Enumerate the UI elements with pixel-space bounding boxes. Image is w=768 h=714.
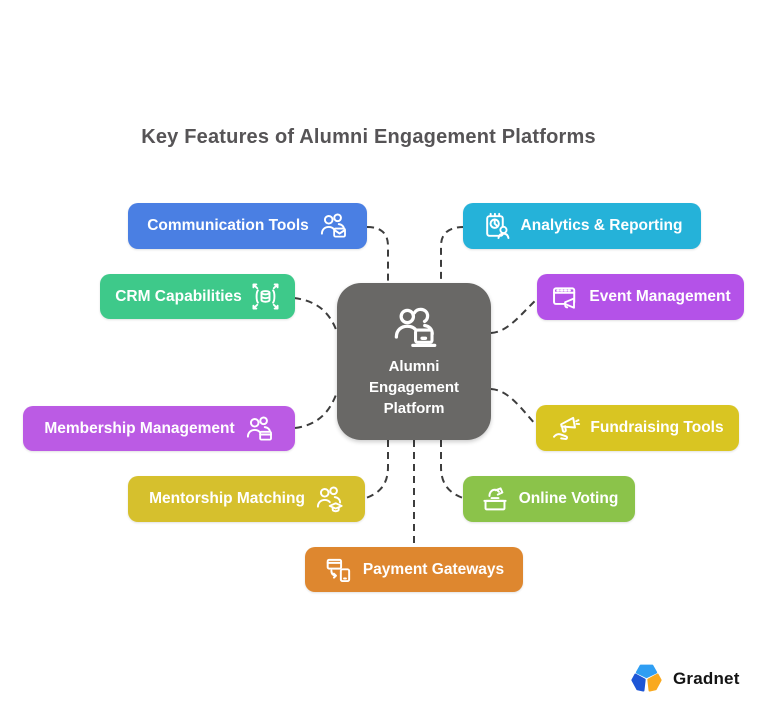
central-node-alumni-engagement-platform: Alumni Engagement Platform [337,283,491,440]
feature-label: Analytics & Reporting [520,217,683,234]
calendar-megaphone-icon [553,287,576,309]
people-envelope-icon [320,213,346,238]
feature-crm-capabilities: CRM Capabilities [100,274,295,319]
feature-label: Fundraising Tools [590,419,724,436]
feature-membership-management: Membership Management [23,406,295,451]
link-membership-management [294,391,338,429]
people-laptop-icon [394,307,437,348]
feature-label: Online Voting [518,490,619,507]
feature-label: Payment Gateways [362,560,505,578]
link-analytics-reporting [440,226,465,283]
feature-event-management: Event Management [537,274,744,320]
central-node-label: Alumni Engagement Platform [368,358,459,417]
clipboard-chart-person-icon [485,212,509,239]
hand-megaphone-icon [553,416,581,440]
feature-mentorship-matching: Mentorship Matching [128,476,365,522]
gradnet-hex-logo [631,664,662,692]
feature-fundraising-tools: Fundraising Tools [536,405,739,451]
link-communication-tools [366,226,389,283]
link-crm-capabilities [293,297,338,333]
ballot-box-icon [483,487,507,511]
feature-payment-gateways: Payment Gateways [305,547,523,592]
link-event-management [490,298,538,334]
feature-label: Membership Management [44,419,235,437]
brand-logo: Gradnet [630,663,740,694]
link-online-voting [440,440,464,499]
feature-label: Communication Tools [147,217,309,234]
database-expand-icon [252,283,279,310]
feature-communication-tools: Communication Tools [128,203,367,249]
people-card-icon [246,415,272,441]
people-graduation-icon [316,486,343,513]
link-fundraising-tools [490,388,537,426]
brand-wordmark: Gradnet [673,668,740,688]
link-mentorship-matching [365,440,389,499]
logo-right-segment [647,673,662,692]
feature-online-voting: Online Voting [463,476,635,522]
card-phone-icon [326,558,350,582]
feature-label: Mentorship Matching [149,490,305,507]
feature-label: CRM Capabilities [115,287,242,305]
logo-top-segment [635,664,658,679]
feature-label: Event Management [589,288,731,305]
page-title: Key Features of Alumni Engagement Platfo… [141,126,596,148]
feature-analytics-reporting: Analytics & Reporting [463,203,701,249]
logo-left-segment [631,673,646,692]
